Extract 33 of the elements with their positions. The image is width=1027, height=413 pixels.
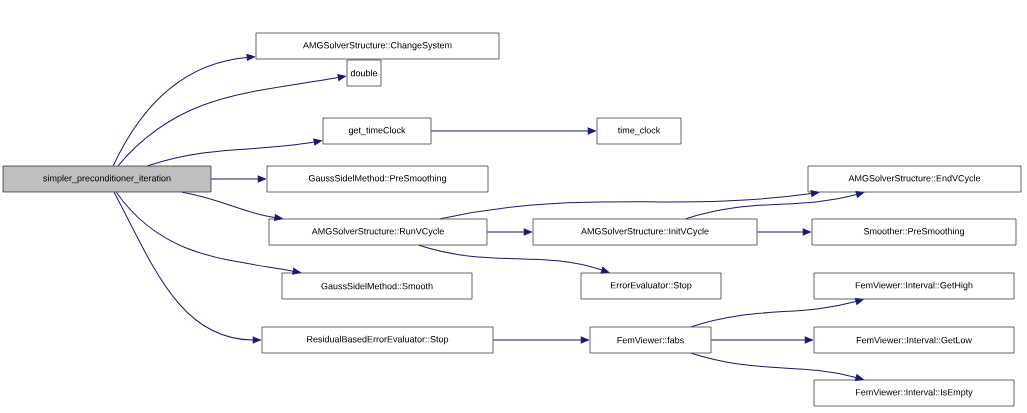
function-box: simpler_preconditioner_iteration xyxy=(2,165,212,193)
function-box: ResidualBasedErrorEvaluator::Stop xyxy=(261,326,494,354)
arrow xyxy=(440,190,820,220)
function-box: ErrorEvaluator::Stop xyxy=(580,272,722,300)
arrow xyxy=(690,298,864,328)
arrow xyxy=(486,228,532,236)
arrow xyxy=(756,228,811,236)
arrow xyxy=(115,191,301,275)
function-box: AMGSolverStructure::EndVCycle xyxy=(807,165,1022,193)
function-box: get_timeClock xyxy=(322,117,432,145)
function-box: FemViewer::fabs xyxy=(589,326,712,354)
arrow xyxy=(430,127,596,135)
function-box: GaussSidelMethod::Smooth xyxy=(281,272,473,300)
arrow xyxy=(710,336,813,344)
arrow xyxy=(685,191,865,220)
arrow xyxy=(690,352,864,381)
arrow xyxy=(147,138,322,167)
arrow xyxy=(117,74,346,167)
function-box: double xyxy=(346,59,382,87)
function-box: FemViewer::Interval::GetLow xyxy=(813,326,1015,354)
function-box: FemViewer::Interval::IsEmpty xyxy=(813,379,1015,407)
arrow xyxy=(181,191,283,221)
arrow xyxy=(210,175,266,183)
function-box: AMGSolverStructure::RunVCycle xyxy=(268,218,488,246)
function-box: time_clock xyxy=(596,117,682,145)
function-box: Smoother::PreSmoothing xyxy=(811,218,1017,246)
arrow xyxy=(418,244,610,274)
arrow xyxy=(492,336,589,344)
arrow xyxy=(113,191,261,344)
function-box: FemViewer::Interval::GetHigh xyxy=(813,272,1015,300)
function-box: GaussSidelMethod::PreSmoothing xyxy=(266,165,489,193)
arrow xyxy=(112,54,255,167)
function-box: AMGSolverStructure::InitVCycle xyxy=(532,218,758,246)
